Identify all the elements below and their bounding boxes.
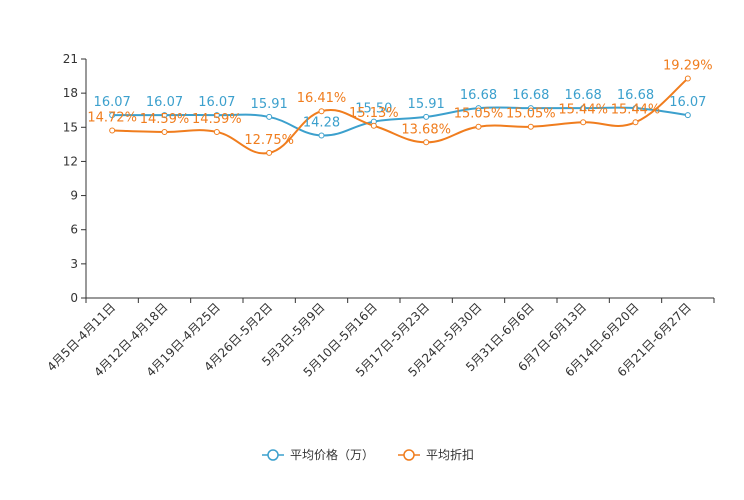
data-label: 16.07 [146,95,183,110]
data-label: 16.68 [512,88,549,103]
data-point[interactable] [527,105,534,112]
data-label: 16.07 [669,95,706,110]
data-point[interactable] [161,128,168,135]
y-tick-label: 18 [63,86,78,100]
data-label: 16.68 [565,88,602,103]
data-label: 12.75% [244,133,294,148]
legend[interactable]: 平均价格（万） 平均折扣 [262,447,474,462]
data-label: 15.44% [611,102,661,117]
data-label: 16.68 [460,88,497,103]
data-label: 15.05% [454,107,504,122]
data-point[interactable] [266,113,273,120]
data-point[interactable] [213,128,220,135]
data-label: 16.41% [297,91,347,106]
data-point[interactable] [632,105,639,112]
data-label: 16.68 [617,88,654,103]
y-tick-label: 21 [63,52,78,66]
legend-label: 平均价格（万） [290,447,374,462]
data-point[interactable] [632,119,639,126]
legend-item-0[interactable]: 平均价格（万） [262,447,374,462]
data-point[interactable] [475,123,482,130]
legend-swatch-marker [267,449,279,461]
y-tick-label: 9 [70,189,78,203]
legend-swatch-marker [403,449,415,461]
data-label: 15.91 [251,97,288,112]
y-tick-label: 0 [70,291,78,305]
data-point[interactable] [109,112,116,119]
y-tick-label: 15 [63,120,78,134]
data-point[interactable] [527,123,534,130]
data-point[interactable] [423,139,430,146]
data-point[interactable] [580,105,587,112]
data-point[interactable] [423,113,430,120]
data-label: 14.28 [303,115,340,130]
data-point[interactable] [475,105,482,112]
data-point[interactable] [684,75,691,82]
data-label: 15.50 [355,102,392,117]
data-point[interactable] [109,127,116,134]
data-point[interactable] [161,112,168,119]
data-label: 14.59% [192,112,242,127]
data-label: 15.44% [558,102,608,117]
data-point[interactable] [318,132,325,139]
data-label: 16.07 [198,95,235,110]
y-tick-label: 3 [70,257,78,271]
data-label: 15.13% [349,106,399,121]
data-point[interactable] [580,119,587,126]
data-label: 15.05% [506,107,556,122]
data-point[interactable] [370,122,377,129]
data-point[interactable] [213,112,220,119]
data-label: 15.91 [408,97,445,112]
y-tick-label: 6 [70,223,78,237]
y-tick-label: 12 [63,154,78,168]
data-label-layer: 16.07 16.07 16.07 15.91 14.28 15.50 15.91 16.68… [87,58,712,147]
data-label: 19.29% [663,58,713,73]
data-label: 16.07 [94,95,131,110]
data-label: 14.59% [140,112,190,127]
legend-item-1[interactable]: 平均折扣 [398,447,474,462]
data-label: 13.68% [401,122,451,137]
legend-label: 平均折扣 [426,447,474,462]
data-point[interactable] [266,149,273,156]
data-point[interactable] [684,112,691,119]
data-label: 14.72% [87,110,137,125]
series-layer [109,75,691,156]
data-point[interactable] [318,108,325,115]
series-line-0 [112,106,688,137]
